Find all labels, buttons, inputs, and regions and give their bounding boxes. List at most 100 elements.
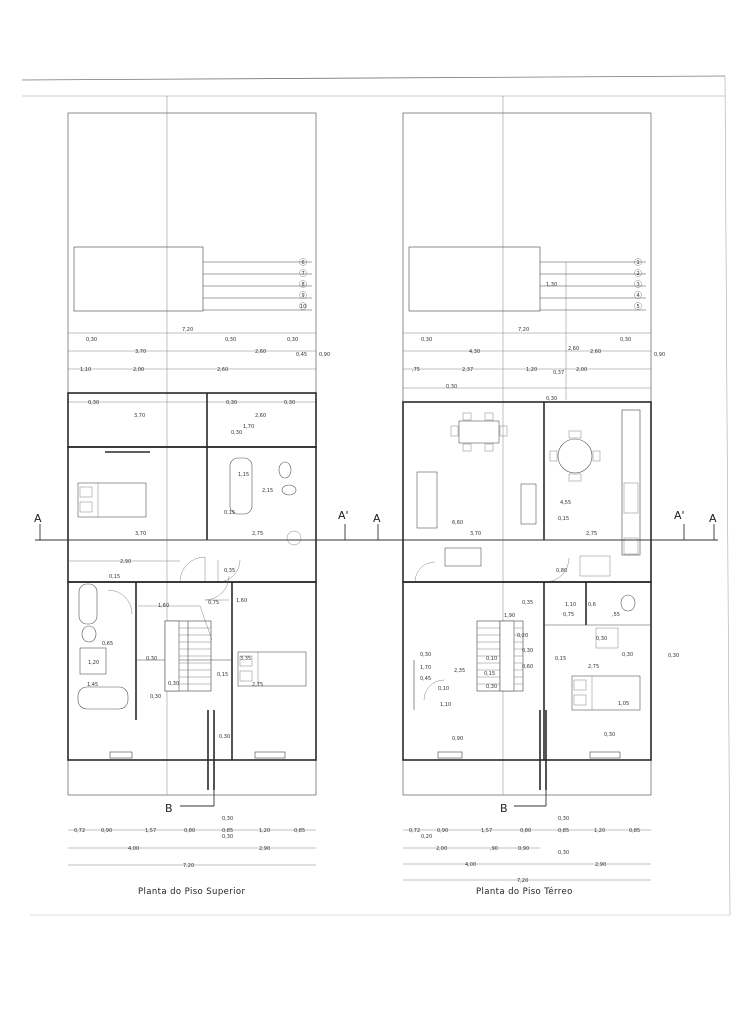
- ground-dim: 0,30: [486, 684, 497, 690]
- upper-dim: 3,35: [240, 656, 251, 662]
- upper-terrace-steps: [203, 261, 312, 311]
- ground-dim: 0,30: [421, 337, 432, 343]
- upper-lower-walls: [67, 581, 317, 761]
- upper-dim: 0,65: [102, 641, 113, 647]
- upper-bottom-dim: 4,00: [128, 846, 139, 852]
- upper-bathtub-icon: [229, 457, 253, 515]
- ground-dim: 2,35: [454, 668, 465, 674]
- ground-toilet-icon: [620, 594, 636, 612]
- upper-step-number: 7: [302, 271, 305, 277]
- ground-dim: ,75: [412, 367, 420, 373]
- ground-dim: 6,60: [452, 520, 463, 526]
- ground-step-numbers: 1 2 3 4 5: [634, 258, 642, 310]
- ground-dim: 2,60: [568, 346, 579, 352]
- ground-dim: 2,37: [462, 367, 473, 373]
- ground-dim: 2,60: [590, 349, 601, 355]
- upper-step-numbers: 6 7 8 9 10: [299, 258, 307, 310]
- upper-dim: 3,70: [135, 531, 146, 537]
- sheet-border-top: [21, 75, 726, 81]
- ground-bottom-dim: 0,30: [558, 816, 569, 822]
- upper-dim: 0,30: [226, 400, 237, 406]
- upper-dim: 0,30: [225, 337, 236, 343]
- upper-dim: 0,90: [319, 352, 330, 358]
- upper-dim: 0,45: [296, 352, 307, 358]
- upper-dim: 2,75: [252, 682, 263, 688]
- upper-shower-icon: [79, 647, 107, 675]
- ground-step-number: 4: [637, 293, 640, 299]
- ground-step-number: 1: [637, 260, 640, 266]
- upper-dim: 0,35: [224, 568, 235, 574]
- upper-sink-icon: [281, 484, 297, 496]
- upper-dim: 0,15: [224, 510, 235, 516]
- ground-dim: 1,90: [504, 613, 515, 619]
- ground-step-number: 3: [637, 282, 640, 288]
- stove-icon: [623, 537, 639, 555]
- ground-bottom-dim: 2,00: [436, 846, 447, 852]
- upper-step-number: 6: [302, 260, 305, 266]
- ground-dim: 2,75: [586, 531, 597, 537]
- ground-terrace-steps: [540, 261, 646, 311]
- ground-bottom-dim: 0,72: [409, 828, 420, 834]
- ground-dim: ,55: [612, 612, 620, 618]
- upper-dim: 0,30: [284, 400, 295, 406]
- upper-dim: 1,45: [87, 682, 98, 688]
- upper-dim: 0,30: [219, 734, 230, 740]
- ground-lower-walls: [402, 581, 652, 761]
- ground-dim: 1,10: [440, 702, 451, 708]
- upper-bottom-dim: 0,30: [222, 816, 233, 822]
- upper-dim: 0,30: [231, 430, 242, 436]
- ground-dim: 0,30: [596, 636, 607, 642]
- upper-dim: 0,30: [146, 656, 157, 662]
- upper-bottom-dim: 0,72: [74, 828, 85, 834]
- upper-toilet-icon: [81, 625, 97, 643]
- ground-bottom-dim: 0,90: [518, 846, 529, 852]
- upper-dim: 1,60: [236, 598, 247, 604]
- upper-step-number: 8: [302, 282, 305, 288]
- ground-floor-plan: 1 2 3 4 5 7,20 0,30 4,30 2,60 0,30 0,90 …: [402, 96, 679, 897]
- ground-dim: 0,30: [546, 396, 557, 402]
- upper-dim: 0,30: [88, 400, 99, 406]
- ground-dim: 0,15: [558, 516, 569, 522]
- ground-dim: 0,30: [446, 384, 457, 390]
- ground-plan-title: Planta do Piso Térreo: [476, 886, 573, 897]
- upper-bottom-dim: 0,90: [101, 828, 112, 834]
- ground-dim: 3,70: [470, 531, 481, 537]
- ground-dim: 0,60: [522, 664, 533, 670]
- ground-dim: 0,30: [668, 653, 679, 659]
- upper-step-number: 10: [300, 304, 306, 310]
- upper-dim: 1,60: [158, 603, 169, 609]
- ground-bottom-dim: 0,90: [437, 828, 448, 834]
- ground-dim: 1,10: [565, 602, 576, 608]
- ground-bottom-dim: ,90: [490, 846, 498, 852]
- dining-table-icon: [458, 420, 500, 444]
- ground-step-number: 2: [637, 271, 640, 277]
- upper-dim: 2,00: [133, 367, 144, 373]
- upper-balcony-walls: [67, 392, 317, 448]
- section-a-label-right: A: [709, 512, 717, 525]
- ground-bottom-dim: 0,85: [629, 828, 640, 834]
- upper-bottom-dim: 1,57: [145, 828, 156, 834]
- ground-dim: 0,75: [563, 612, 574, 618]
- sofa-icon: [416, 471, 438, 529]
- ground-dim: 0,15: [555, 656, 566, 662]
- ground-dim: 1,20: [526, 367, 537, 373]
- sideboard-icon: [520, 483, 537, 525]
- section-b-label-ground: B: [500, 802, 508, 815]
- upper-terrace-block: [73, 246, 204, 312]
- upper-bottom-dim: 0,85: [294, 828, 305, 834]
- ground-dim: 4,55: [560, 500, 571, 506]
- kitchen-sink-icon: [623, 482, 639, 514]
- ground-terrace-block: [408, 246, 541, 312]
- upper-dim: 2,60: [255, 413, 266, 419]
- ground-bottom-dim: 2,90: [595, 862, 606, 868]
- upper-bed-icon: [77, 482, 147, 518]
- ground-dim: 0,35: [522, 600, 533, 606]
- ground-bottom-dim: 7,20: [517, 878, 528, 884]
- upper-dim: 0,75: [208, 600, 219, 606]
- ground-dim: 1,05: [618, 701, 629, 707]
- upper-bottom-dim: 0,85: [222, 828, 233, 834]
- ground-dim: 0,37: [553, 370, 564, 376]
- ground-dim: 0,30: [420, 652, 431, 658]
- ground-dim: 0,6: [588, 602, 596, 608]
